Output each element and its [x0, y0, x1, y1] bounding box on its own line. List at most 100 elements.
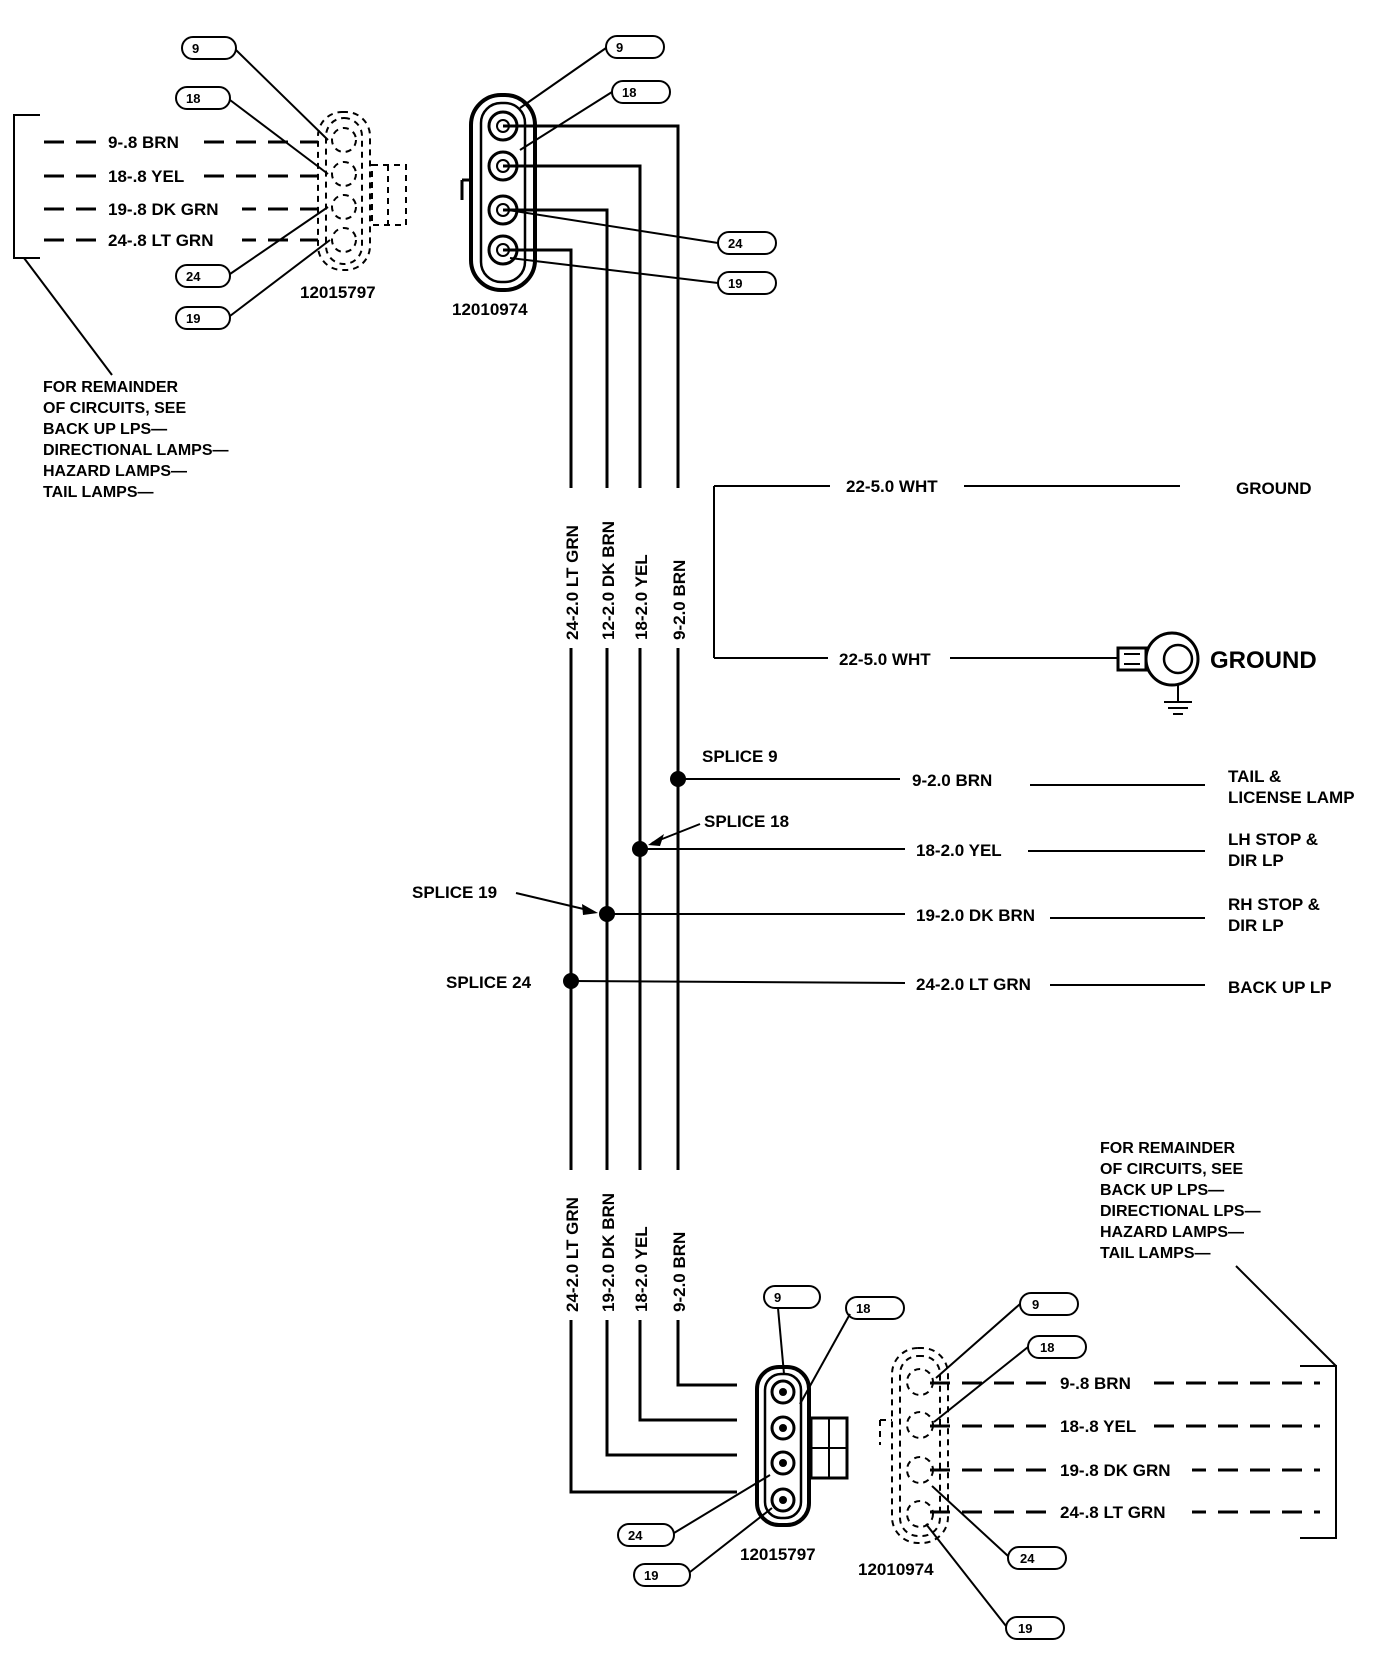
svg-text:TAIL LAMPS—: TAIL LAMPS— — [43, 484, 154, 501]
splice-24-wire-label: 24-2.0 LT GRN — [916, 975, 1031, 994]
top-center-badge-19: 19 — [717, 271, 777, 295]
top-left-note: FOR REMAINDER OF CIRCUITS, SEE BACK UP L… — [43, 379, 228, 501]
svg-text:18: 18 — [856, 1301, 870, 1316]
top-left-connector-group: 9-.8 BRN 18-.8 YEL 19-.8 DK GRN 24-.8 LT… — [13, 36, 407, 501]
top-left-badge-18: 18 — [175, 86, 231, 110]
splice-19-dest-2: DIR LP — [1228, 916, 1284, 935]
bottom-right-note: FOR REMAINDER OF CIRCUITS, SEE BACK UP L… — [1100, 1140, 1261, 1262]
bottom-center-badge-9: 9 — [763, 1285, 821, 1309]
top-left-connector-body — [317, 111, 407, 271]
top-center-connector-group: 12010974 9 18 24 19 — [452, 35, 777, 319]
top-left-part-number: 12015797 — [300, 283, 376, 302]
svg-text:18: 18 — [1040, 1340, 1054, 1355]
ground-circuit: 22-5.0 WHT GROUND 22-5.0 WHT GROUND — [713, 477, 1317, 715]
bottom-right-connector-group: 12010974 9-.8 BRN 18-.8 YEL 19-.8 DK GRN… — [858, 1140, 1337, 1640]
top-left-wire-label-9: 9-.8 BRN — [108, 133, 179, 152]
splice-9-dest-2: LICENSE LAMP — [1228, 788, 1355, 807]
bottom-right-part-number: 12010974 — [858, 1560, 934, 1579]
trunk-upper-label-18: 18-2.0 YEL — [632, 554, 651, 640]
trunk-upper-label-24: 24-2.0 LT GRN — [563, 525, 582, 640]
trunk-wires: 24-2.0 LT GRN 12-2.0 DK BRN 18-2.0 YEL 9… — [503, 124, 737, 1494]
svg-text:FOR REMAINDER: FOR REMAINDER — [43, 379, 179, 396]
splice-19-label: SPLICE 19 — [412, 883, 497, 902]
bottom-right-wire-label-24: 24-.8 LT GRN — [1060, 1503, 1165, 1522]
trunk-lower-label-9: 9-2.0 BRN — [670, 1232, 689, 1312]
svg-text:24: 24 — [728, 236, 743, 251]
trunk-upper-label-9: 9-2.0 BRN — [670, 560, 689, 640]
bottom-right-badge-19: 19 — [1005, 1616, 1065, 1640]
splice-9-label: SPLICE 9 — [702, 747, 778, 766]
trunk-wire-19 — [503, 208, 737, 1457]
trunk-lower-label-24: 24-2.0 LT GRN — [563, 1197, 582, 1312]
splice-18-dest-2: DIR LP — [1228, 851, 1284, 870]
bottom-right-wire-label-9: 9-.8 BRN — [1060, 1374, 1131, 1393]
top-left-badge-9: 9 — [181, 36, 237, 60]
svg-text:HAZARD LAMPS—: HAZARD LAMPS— — [1100, 1224, 1244, 1241]
splice-18-label: SPLICE 18 — [704, 812, 789, 831]
bottom-center-connector-body — [755, 1365, 849, 1527]
svg-text:OF CIRCUITS, SEE: OF CIRCUITS, SEE — [1100, 1161, 1243, 1178]
top-left-wire-label-24: 24-.8 LT GRN — [108, 231, 213, 250]
splice-19-wire-label: 19-2.0 DK BRN — [916, 906, 1035, 925]
svg-text:DIRECTIONAL LAMPS—: DIRECTIONAL LAMPS— — [43, 442, 228, 459]
trunk-lower-label-19: 19-2.0 DK BRN — [599, 1193, 618, 1312]
splice-18-wire-label: 18-2.0 YEL — [916, 841, 1002, 860]
svg-text:19: 19 — [728, 276, 742, 291]
ground-terminal-icon — [1116, 631, 1200, 715]
bottom-center-badge-24: 24 — [617, 1523, 675, 1547]
bottom-right-wire-label-18: 18-.8 YEL — [1060, 1417, 1136, 1436]
svg-text:OF CIRCUITS, SEE: OF CIRCUITS, SEE — [43, 400, 186, 417]
svg-text:9: 9 — [616, 40, 623, 55]
svg-text:19: 19 — [186, 311, 200, 326]
trunk-upper-label-12: 12-2.0 DK BRN — [599, 521, 618, 640]
svg-text:18: 18 — [622, 85, 636, 100]
splice-24-dest-1: BACK UP LP — [1228, 978, 1332, 997]
top-center-badge-9: 9 — [605, 35, 665, 59]
splice-24-label: SPLICE 24 — [446, 973, 532, 992]
svg-text:9: 9 — [774, 1290, 781, 1305]
bottom-right-badge-24: 24 — [1007, 1546, 1067, 1570]
bottom-right-note-leader — [1235, 1265, 1337, 1367]
ground-top-label: GROUND — [1236, 479, 1312, 498]
svg-text:FOR REMAINDER: FOR REMAINDER — [1100, 1140, 1236, 1157]
svg-text:19: 19 — [1018, 1621, 1032, 1636]
trunk-wire-18 — [503, 164, 737, 1422]
trunk-wire-24 — [503, 248, 737, 1494]
trunk-wire-9 — [503, 124, 737, 1387]
splice-9-dest-1: TAIL & — [1228, 767, 1281, 786]
svg-text:DIRECTIONAL LPS—: DIRECTIONAL LPS— — [1100, 1203, 1261, 1220]
bottom-right-badge-9: 9 — [1019, 1292, 1079, 1316]
top-left-note-leader — [23, 257, 113, 376]
ground-bottom-label: GROUND — [1210, 647, 1317, 674]
top-center-part-number: 12010974 — [452, 300, 528, 319]
bottom-center-part-number: 12015797 — [740, 1545, 816, 1564]
ground-wire-bottom-label: 22-5.0 WHT — [839, 650, 931, 669]
top-left-wire-label-18: 18-.8 YEL — [108, 167, 184, 186]
svg-text:9: 9 — [192, 41, 199, 56]
trunk-lower-label-18: 18-2.0 YEL — [632, 1226, 651, 1312]
splice-18-dest-1: LH STOP & — [1228, 830, 1318, 849]
splice-9-wire-label: 9-2.0 BRN — [912, 771, 992, 790]
bottom-right-wire-label-19: 19-.8 DK GRN — [1060, 1461, 1171, 1480]
svg-text:24: 24 — [628, 1528, 643, 1543]
top-left-badge-19: 19 — [175, 306, 231, 330]
bottom-right-bracket — [1300, 1365, 1337, 1539]
top-left-badge-24: 24 — [175, 264, 231, 288]
svg-text:BACK UP LPS—: BACK UP LPS— — [43, 421, 167, 438]
svg-text:9: 9 — [1032, 1297, 1039, 1312]
svg-text:24: 24 — [1020, 1551, 1035, 1566]
svg-text:HAZARD LAMPS—: HAZARD LAMPS— — [43, 463, 187, 480]
top-left-wire-label-19: 19-.8 DK GRN — [108, 200, 219, 219]
svg-text:24: 24 — [186, 269, 201, 284]
ground-wire-top-label: 22-5.0 WHT — [846, 477, 938, 496]
svg-text:18: 18 — [186, 91, 200, 106]
splice-19-dest-1: RH STOP & — [1228, 895, 1320, 914]
svg-text:TAIL LAMPS—: TAIL LAMPS— — [1100, 1245, 1211, 1262]
splices: SPLICE 9 9-2.0 BRN TAIL & LICENSE LAMP S… — [412, 747, 1355, 997]
top-center-badge-24: 24 — [717, 231, 777, 255]
bottom-right-badge-18: 18 — [1027, 1335, 1087, 1359]
top-center-badge-18: 18 — [611, 80, 671, 104]
bottom-center-connector-group: 12015797 9 18 24 19 — [617, 1285, 905, 1587]
svg-text:BACK UP LPS—: BACK UP LPS— — [1100, 1182, 1224, 1199]
